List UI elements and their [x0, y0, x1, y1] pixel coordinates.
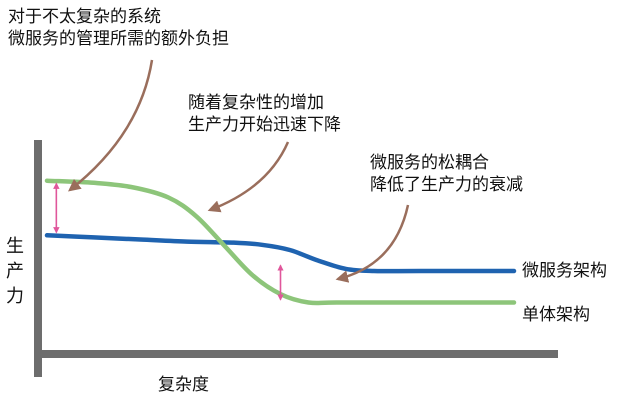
coupling-annotation-line2: 降低了生产力的衰减 [370, 175, 523, 195]
y-axis-label: 生产力 [6, 236, 24, 307]
decline-annotation-arrow [207, 141, 290, 213]
overhead-annotation-arrow [68, 59, 154, 192]
gap-arrows [53, 182, 284, 301]
overhead-annotation-line2: 微服务的管理所需的额外负担 [8, 29, 229, 49]
decline-annotation-line2: 生产力开始迅速下降 [188, 115, 341, 135]
x-axis-label: 复杂度 [158, 375, 209, 395]
coupling-annotation-line1: 微服务的松耦合 [370, 153, 489, 173]
series-line-microservices [44, 233, 517, 274]
series-label-microservices: 微服务架构 [522, 261, 607, 281]
series-label-monolith: 单体架构 [522, 305, 590, 325]
series-line-monolith [44, 178, 517, 306]
overhead-annotation-line1: 对于不太复杂的系统 [8, 7, 161, 27]
overhead-annotation: 对于不太复杂的系统 微服务的管理所需的额外负担 [8, 6, 229, 50]
decline-annotation: 随着复杂性的增加 生产力开始迅速下降 [188, 92, 341, 136]
series-layer [44, 178, 517, 306]
coupling-annotation-arrow [335, 204, 410, 283]
decline-annotation-line1: 随着复杂性的增加 [188, 93, 324, 113]
coupling-annotation: 微服务的松耦合 降低了生产力的衰减 [370, 152, 523, 196]
